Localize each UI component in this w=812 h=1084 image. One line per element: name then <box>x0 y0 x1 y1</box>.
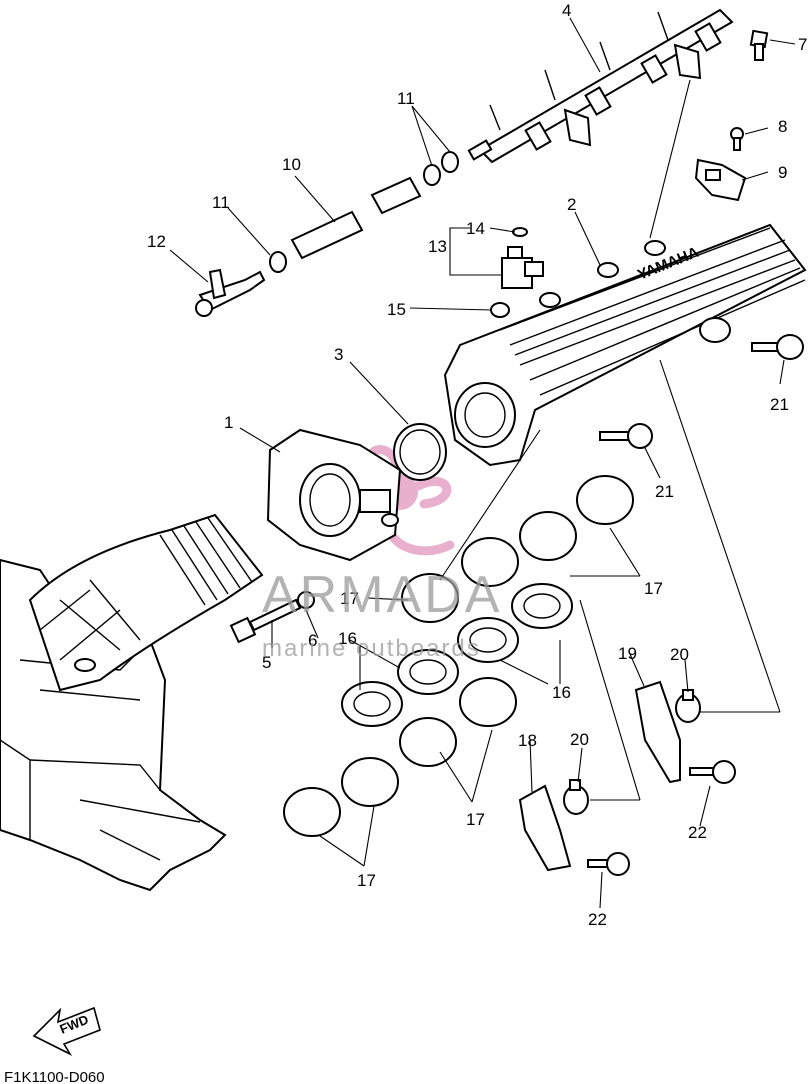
callout-17-a: 17 <box>644 579 663 598</box>
callout-16-a: 16 <box>338 629 357 648</box>
damper-20-lower <box>563 779 589 815</box>
callout-numbers: 4 7 8 9 11 10 11 12 14 13 2 15 3 1 21 21… <box>147 1 807 929</box>
seal-15 <box>490 302 510 318</box>
rubber-joints-16 <box>341 583 573 727</box>
bolt-22-lower <box>587 852 630 876</box>
callout-17-d: 17 <box>357 871 376 890</box>
fwd-arrow-icon: FWD <box>32 1006 101 1056</box>
bolt-22-upper <box>689 760 736 784</box>
air-intake-duct <box>28 513 264 692</box>
bolt-5 <box>229 598 302 644</box>
callout-15: 15 <box>387 300 406 319</box>
callout-22-b: 22 <box>588 910 607 929</box>
bolt-7 <box>749 29 769 61</box>
callout-5: 5 <box>262 653 271 672</box>
throttle-body <box>266 428 402 562</box>
watermark-subtitle: marine outboards <box>262 635 481 662</box>
callout-14: 14 <box>466 219 485 238</box>
o-ring-14 <box>512 227 528 237</box>
callout-2: 2 <box>567 195 576 214</box>
bracket-18 <box>518 784 572 872</box>
callout-20-b: 20 <box>570 730 589 749</box>
o-ring-3-inner <box>399 429 441 475</box>
callout-18: 18 <box>518 731 537 750</box>
callout-8: 8 <box>778 117 787 136</box>
watermark-title: ARMADA <box>262 566 502 624</box>
washer-6 <box>297 591 315 609</box>
callout-17-b: 17 <box>340 589 359 608</box>
callout-1: 1 <box>224 413 233 432</box>
fitting-12 <box>195 268 266 317</box>
callout-12: 12 <box>147 232 166 251</box>
callout-7: 7 <box>798 35 807 54</box>
callout-10: 10 <box>282 155 301 174</box>
damper-20-upper <box>675 689 701 723</box>
callout-19: 19 <box>618 644 637 663</box>
callout-21-a: 21 <box>770 395 789 414</box>
bolt-8 <box>730 127 744 151</box>
callout-21-b: 21 <box>655 482 674 501</box>
o-ring-3 <box>393 423 447 481</box>
bracket-19 <box>634 680 681 784</box>
callout-22-a: 22 <box>688 823 707 842</box>
diagram-code: F1K1100-D060 <box>4 1069 105 1084</box>
callout-3: 3 <box>334 345 343 364</box>
leader-lines <box>169 17 796 909</box>
hose-clamps-17 <box>283 475 634 837</box>
fuel-hose-10 <box>290 176 422 260</box>
callout-17-c: 17 <box>466 810 485 829</box>
bolt-21-lower <box>599 423 653 449</box>
callout-13: 13 <box>428 237 447 256</box>
hose-clamp-11 <box>269 151 459 273</box>
bolt-21-upper <box>751 334 804 360</box>
fuel-rail <box>467 8 734 164</box>
callout-4: 4 <box>562 1 571 20</box>
injector-13 <box>501 246 544 289</box>
callout-6: 6 <box>308 631 317 650</box>
callout-9: 9 <box>778 163 787 182</box>
callout-11-a: 11 <box>397 89 415 108</box>
callout-16-b: 16 <box>552 683 571 702</box>
callout-20-a: 20 <box>670 645 689 664</box>
callout-11-b: 11 <box>212 193 230 212</box>
sensor-9 <box>694 158 747 202</box>
